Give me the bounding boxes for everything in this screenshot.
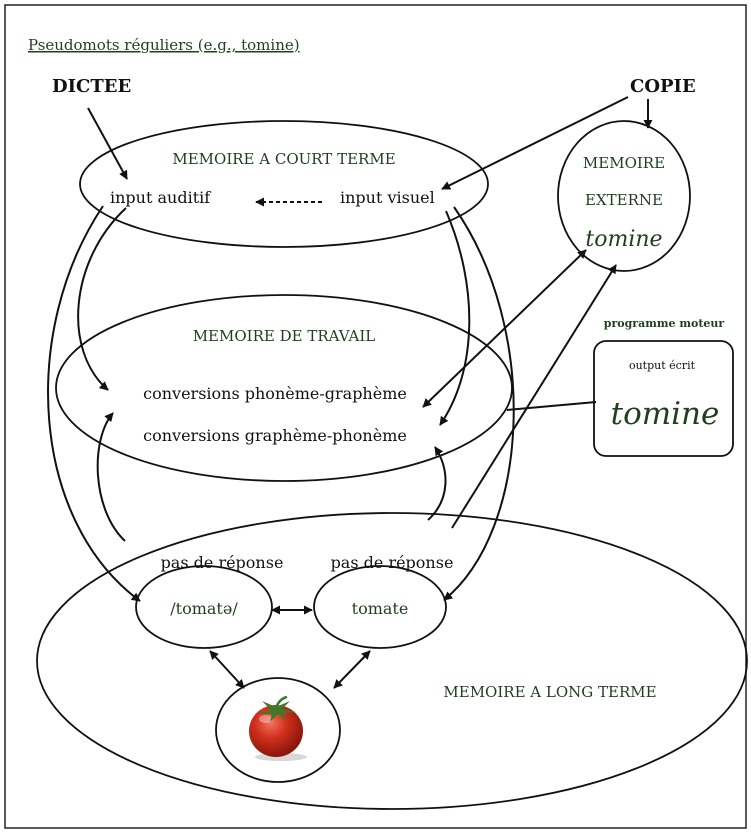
- copy-label: COPIE: [630, 76, 696, 97]
- arrow-phon-image: [209, 650, 245, 689]
- motor-output-box: [593, 340, 734, 457]
- no-response-left: pas de réponse: [161, 553, 284, 572]
- external-memory-ellipse: [557, 120, 691, 272]
- arrow-ltm-to-pg: [96, 412, 126, 542]
- no-response-right: pas de réponse: [331, 553, 454, 572]
- tomato-body: [249, 705, 303, 757]
- external-memory-word: tomine: [585, 227, 662, 252]
- arrow-ltm-to-external: [451, 264, 617, 529]
- written-output-label: output écrit: [629, 359, 696, 372]
- long-term-memory-title: MEMOIRE A LONG TERME: [443, 683, 656, 701]
- external-memory-line2: EXTERNE: [585, 191, 663, 209]
- arrows: [47, 96, 653, 689]
- short-term-memory-title: MEMOIRE A COURT TERME: [172, 150, 395, 168]
- phoneme-grapheme-label: conversions phonème-graphème: [143, 384, 407, 403]
- grapheme-phoneme-label: conversions graphème-phonème: [143, 426, 407, 445]
- line-wm-to-output: [506, 401, 597, 411]
- external-memory-line1: MEMOIRE: [583, 154, 665, 172]
- long-term-memory-ellipse: [36, 512, 748, 810]
- orthographic-form-label: tomate: [352, 599, 409, 618]
- arrow-auditory-to-pg: [77, 207, 127, 391]
- motor-program-title: programme moteur: [604, 317, 725, 330]
- visual-input-label: input visuel: [340, 188, 435, 207]
- tomato-highlight: [259, 715, 273, 723]
- dictation-label: DICTEE: [52, 76, 131, 97]
- working-memory-title: MEMOIRE DE TRAVAIL: [193, 327, 376, 345]
- arrow-orth-image: [333, 650, 371, 689]
- diagram-title: Pseudomots réguliers (e.g., tomine): [28, 36, 300, 54]
- auditory-input-label: input auditif: [110, 188, 211, 207]
- arrow-copy-to-visual: [441, 96, 629, 190]
- arrow-dictation-to-auditory: [87, 107, 128, 180]
- arrow-visual-to-orthographic: [443, 206, 515, 601]
- motor-output-word: tomine: [611, 396, 720, 432]
- arrow-external-wm: [422, 249, 587, 408]
- outer-frame: [4, 4, 747, 829]
- image-ellipse: [215, 677, 341, 783]
- short-term-memory-ellipse: [79, 120, 489, 248]
- arrow-ltm-to-gp: [427, 446, 447, 521]
- tomato-image: [249, 695, 307, 761]
- phonological-form-label: /tomatə/: [170, 599, 238, 618]
- arrow-auditory-to-phonological: [47, 205, 141, 602]
- arrow-visual-to-gp: [439, 210, 471, 426]
- orthographic-form-ellipse: [313, 565, 447, 649]
- tomato-stem: [274, 695, 288, 709]
- tomato-leaves: [258, 701, 296, 722]
